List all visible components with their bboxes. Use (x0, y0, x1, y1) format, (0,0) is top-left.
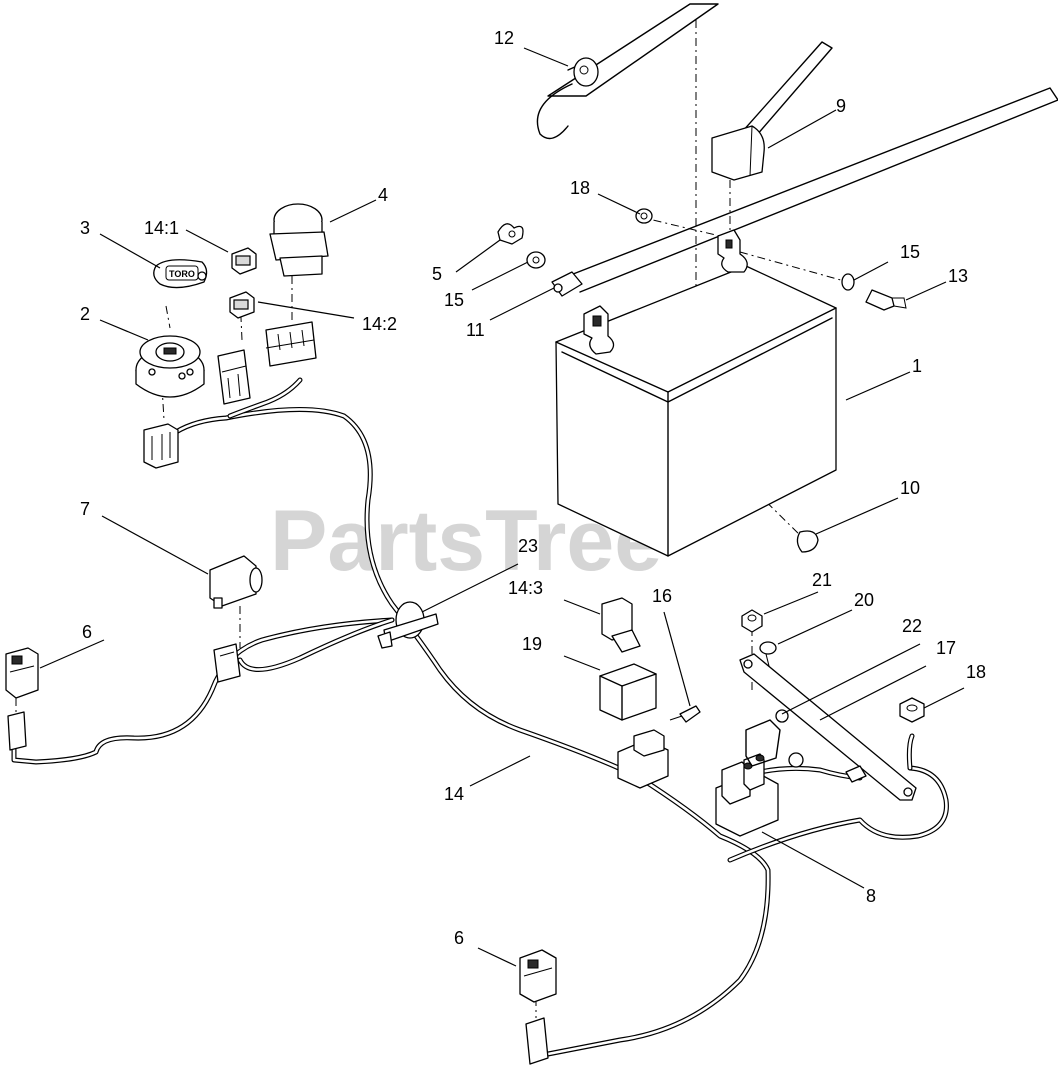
bolt-13 (865, 289, 907, 311)
wing-nut-5 (497, 223, 524, 245)
callout-3: 3 (80, 218, 90, 238)
connector-7 (213, 643, 241, 683)
callout-18-top: 18 (570, 178, 590, 198)
callout-4: 4 (378, 185, 388, 205)
fuse-14-2 (229, 291, 255, 319)
wire-harness-14 (11, 377, 949, 1057)
nut-21 (741, 609, 763, 633)
callout-16: 16 (652, 586, 672, 606)
callout-22: 22 (902, 616, 922, 636)
callout-20: 20 (854, 590, 874, 610)
callout-17: 17 (936, 638, 956, 658)
ignition-connector (143, 423, 179, 469)
callout-6-left: 6 (82, 622, 92, 642)
relay-connector-14-3 (601, 597, 641, 653)
screw-16 (669, 705, 701, 723)
callout-5: 5 (432, 264, 442, 284)
key-3: TORO (153, 259, 208, 289)
callout-21: 21 (812, 570, 832, 590)
pto-switch-4 (269, 203, 329, 277)
seat-switch-6b (519, 949, 557, 1065)
callout-6-bottom: 6 (454, 928, 464, 948)
callout-13: 13 (948, 266, 968, 286)
callout-14: 14 (444, 784, 464, 804)
hold-down-hook-12 (536, 57, 599, 140)
washer-18a (635, 208, 653, 224)
terminal-cover-10 (796, 530, 819, 553)
cable-tie-23 (377, 601, 439, 649)
battery-1 (555, 229, 837, 557)
pto-connector (265, 321, 317, 367)
callout-1: 1 (912, 356, 922, 376)
relay-socket (617, 729, 669, 789)
callout-14-3: 14:3 (508, 578, 543, 598)
lock-washer-15b (841, 273, 855, 291)
callout-11: 11 (466, 320, 485, 340)
callout-15-left: 15 (444, 290, 464, 310)
fuse-holder (217, 349, 251, 405)
callout-14-2: 14:2 (362, 314, 397, 334)
negative-cable-11 (551, 87, 1058, 297)
callout-2: 2 (80, 304, 90, 324)
bracket-17 (739, 653, 917, 801)
callout-14-1: 14:1 (144, 218, 179, 238)
nut-18b (899, 697, 925, 723)
callout-9: 9 (836, 96, 846, 116)
callout-15-right: 15 (900, 242, 920, 262)
callout-18-right: 18 (966, 662, 986, 682)
seat-switch-6a (5, 647, 39, 751)
callout-23: 23 (518, 536, 538, 556)
fuse-14-1 (231, 247, 257, 275)
relay-19 (599, 663, 657, 721)
callout-12: 12 (494, 28, 514, 48)
key-logo-text: TORO (169, 269, 195, 279)
callout-10: 10 (900, 478, 920, 498)
leader-lines (39, 47, 965, 967)
positive-cable-9 (711, 41, 833, 181)
callout-8: 8 (866, 886, 876, 906)
ignition-switch-2 (135, 335, 205, 398)
callout-19: 19 (522, 634, 542, 654)
hour-meter-7 (209, 555, 263, 609)
battery-strap (547, 3, 719, 97)
lock-washer-15a (526, 251, 546, 269)
callout-7: 7 (80, 499, 90, 519)
solenoid-8 (715, 753, 779, 837)
